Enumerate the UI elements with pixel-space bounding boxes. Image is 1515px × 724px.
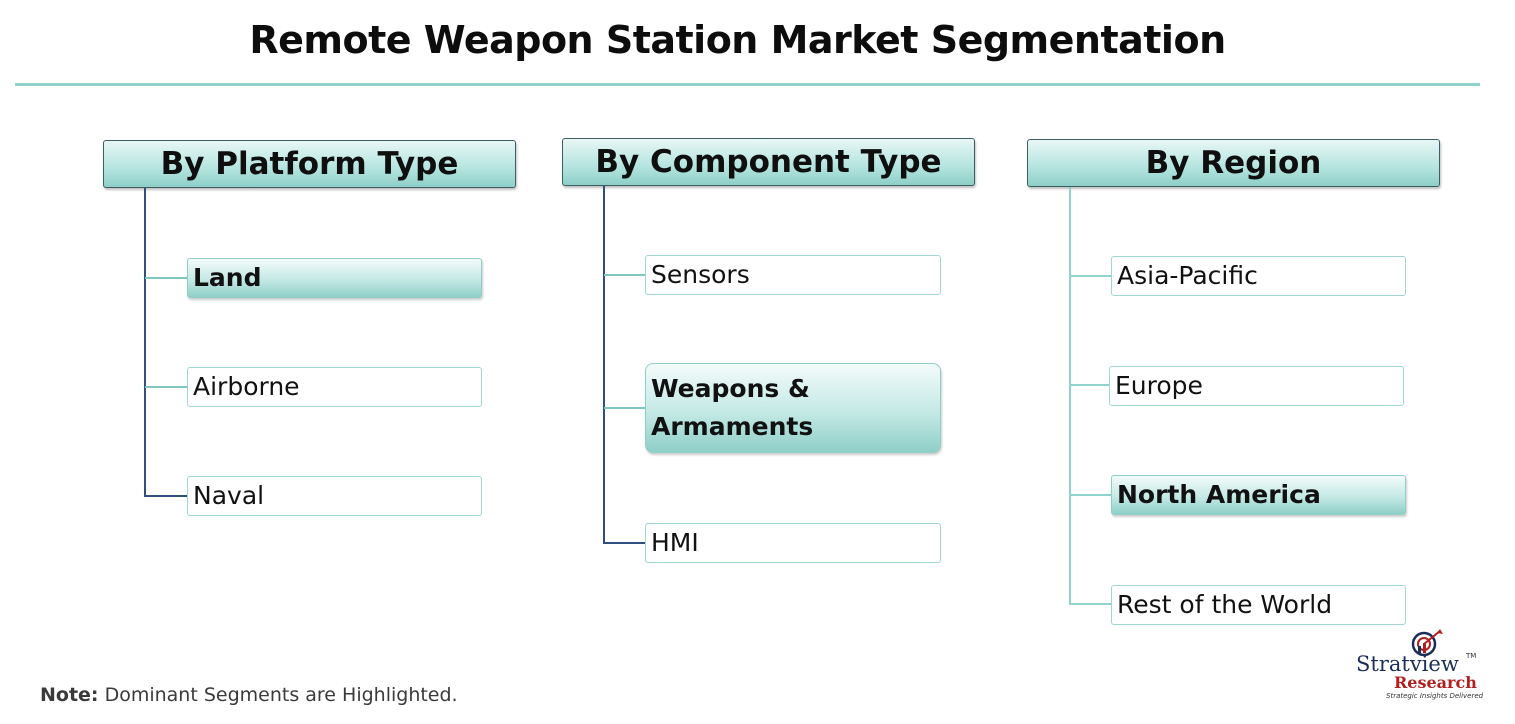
segment-item-sensors: Sensors <box>645 255 941 295</box>
title-divider <box>15 83 1480 86</box>
segment-item-airborne: Airborne <box>187 367 482 407</box>
segment-item-north-america: North America <box>1111 475 1406 515</box>
tree-connector-vertical <box>144 188 146 497</box>
tree-connector-branch <box>1070 275 1112 277</box>
stratview-logo: Stratview TM Research Strategic Insights… <box>1350 626 1490 706</box>
tree-connector-branch <box>604 407 646 409</box>
footnote-text: Dominant Segments are Highlighted. <box>98 684 458 706</box>
segment-item-asia-pacific: Asia-Pacific <box>1111 256 1406 296</box>
tree-connector-vertical <box>1069 187 1071 605</box>
logo-brand-line1: Stratview <box>1356 652 1459 676</box>
logo-brand-line2: Research <box>1394 673 1477 692</box>
tree-connector-branch <box>604 542 646 544</box>
tree-connector-branch <box>1070 384 1110 386</box>
target-chart-icon <box>1411 629 1443 657</box>
segment-item-weapons-armaments: Weapons & Armaments <box>645 363 941 453</box>
tree-connector-branch <box>145 277 188 279</box>
tree-connector-branch <box>1070 494 1112 496</box>
tree-connector-vertical <box>603 186 605 544</box>
logo-tagline: Strategic Insights Delivered <box>1386 692 1484 700</box>
segment-item-rest-of-the-world: Rest of the World <box>1111 585 1406 625</box>
page-title: Remote Weapon Station Market Segmentatio… <box>249 18 1226 62</box>
segment-item-naval: Naval <box>187 476 482 516</box>
tree-connector-branch <box>145 495 188 497</box>
segment-header-region: By Region <box>1027 139 1440 187</box>
footnote: Note: Dominant Segments are Highlighted. <box>40 684 458 706</box>
segment-item-europe: Europe <box>1109 366 1404 406</box>
footnote-label: Note: <box>40 684 99 706</box>
segment-item-land: Land <box>187 258 482 298</box>
segment-header-platform-type: By Platform Type <box>103 140 516 188</box>
segment-header-component-type: By Component Type <box>562 138 975 186</box>
tree-connector-branch <box>145 386 188 388</box>
segment-item-hmi: HMI <box>645 523 941 563</box>
tree-connector-branch <box>1070 603 1112 605</box>
logo-trademark: TM <box>1466 652 1477 660</box>
tree-connector-branch <box>604 274 646 276</box>
